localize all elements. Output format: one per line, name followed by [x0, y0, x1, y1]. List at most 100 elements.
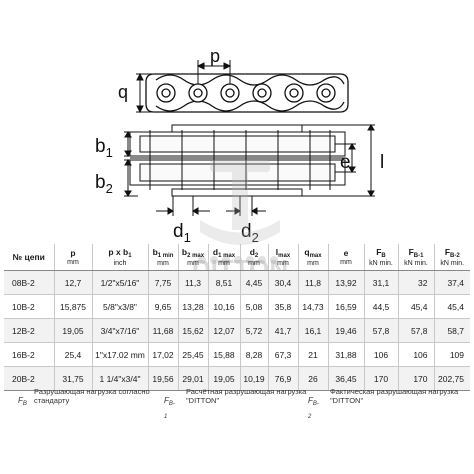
cell-d1: 12,07 [208, 318, 241, 343]
cell-b1: 11,68 [148, 318, 179, 343]
cell-pxb: 5/8"x3/8" [92, 294, 149, 319]
note-text: Разрушающая нагрузка согласно стандарту [34, 387, 150, 405]
cell-l: 35,8 [268, 294, 299, 319]
column-header: № цепи [4, 244, 55, 271]
cell-b2: 11,3 [178, 270, 209, 295]
cell-l: 30,4 [268, 270, 299, 295]
cell-p: 12,7 [54, 270, 93, 295]
chain-diagram: p q b1 [95, 46, 384, 244]
dimension-d2 [226, 196, 266, 216]
cell-e: 16,59 [328, 294, 365, 319]
cell-name: 08B-2 [4, 270, 55, 295]
note-symbol: FB [18, 396, 27, 407]
cell-fb1: 57,8 [398, 318, 435, 343]
cell-b1: 9,65 [148, 294, 179, 319]
cell-d1: 10,16 [208, 294, 241, 319]
label-d1: d1 [173, 221, 191, 244]
chain-top-view [129, 124, 346, 197]
cell-q: 16,1 [298, 318, 329, 343]
cell-b2: 15,62 [178, 318, 209, 343]
cell-d2: 5,72 [240, 318, 269, 343]
cell-e: 19,46 [328, 318, 365, 343]
cell-b1: 17,02 [148, 342, 179, 367]
dimension-b1 [124, 131, 138, 157]
cell-b1: 19,56 [148, 366, 179, 391]
cell-q: 14,73 [298, 294, 329, 319]
label-e: e [340, 152, 351, 173]
cell-fb2: 202,75 [434, 366, 470, 391]
cell-d1: 19,05 [208, 366, 241, 391]
cell-pxb: 1 1/4"x3/4" [92, 366, 149, 391]
dimension-l [302, 124, 375, 197]
cell-q: 21 [298, 342, 329, 367]
cell-e: 13,92 [328, 270, 365, 295]
cell-p: 15,875 [54, 294, 93, 319]
cell-fb: 57,8 [364, 318, 399, 343]
cell-d2: 10,19 [240, 366, 269, 391]
cell-e: 31,88 [328, 342, 365, 367]
cell-name: 20B-2 [4, 366, 55, 391]
cell-fb2: 45,4 [434, 294, 470, 319]
cell-b2: 25,45 [178, 342, 209, 367]
note-text: Расчётная разрушающая нагрузка "DITTON" [186, 387, 307, 405]
chain-rollers [156, 83, 336, 103]
cell-p: 25,4 [54, 342, 93, 367]
note-symbol: FB-1 [164, 396, 175, 420]
cell-name: 16B-2 [4, 342, 55, 367]
legend-notes: FB Разрушающая нагрузка согласно стандар… [0, 387, 474, 420]
cell-d2: 8,28 [240, 342, 269, 367]
cell-fb: 31,1 [364, 270, 399, 295]
cell-name: 10B-2 [4, 294, 55, 319]
cell-p: 31,75 [54, 366, 93, 391]
note-text: Фактическая разрушающая нагрузка "DITTON… [330, 387, 459, 405]
cell-d1: 15,88 [208, 342, 241, 367]
cell-l: 76,9 [268, 366, 299, 391]
cell-e: 36,45 [328, 366, 365, 391]
cell-fb1: 32 [398, 270, 435, 295]
chain-side-view [145, 73, 349, 113]
cell-b2: 13,28 [178, 294, 209, 319]
cell-q: 26 [298, 366, 329, 391]
dimension-q [136, 72, 160, 114]
cell-pxb: 3/4"x7/16" [92, 318, 149, 343]
cell-fb2: 58,7 [434, 318, 470, 343]
cell-fb2: 37,4 [434, 270, 470, 295]
label-p: p [210, 46, 220, 66]
cell-p: 19,05 [54, 318, 93, 343]
label-q: q [118, 82, 128, 102]
cell-l: 41,7 [268, 318, 299, 343]
cell-pxb: 1/2"x5/16" [92, 270, 149, 295]
cell-fb1: 170 [398, 366, 435, 391]
cell-d1: 8,51 [208, 270, 241, 295]
cell-fb1: 106 [398, 342, 435, 367]
label-b2: b2 [95, 172, 113, 196]
cell-fb1: 45,4 [398, 294, 435, 319]
cell-name: 12B-2 [4, 318, 55, 343]
dimension-e [335, 143, 356, 173]
dimension-p [196, 60, 232, 84]
cell-fb: 106 [364, 342, 399, 367]
label-d2: d2 [241, 221, 259, 244]
cell-d2: 4,45 [240, 270, 269, 295]
note-symbol: FB-2 [308, 396, 319, 420]
cell-b2: 29,01 [178, 366, 209, 391]
label-b1: b1 [95, 136, 113, 160]
cell-l: 67,3 [268, 342, 299, 367]
cell-fb: 170 [364, 366, 399, 391]
